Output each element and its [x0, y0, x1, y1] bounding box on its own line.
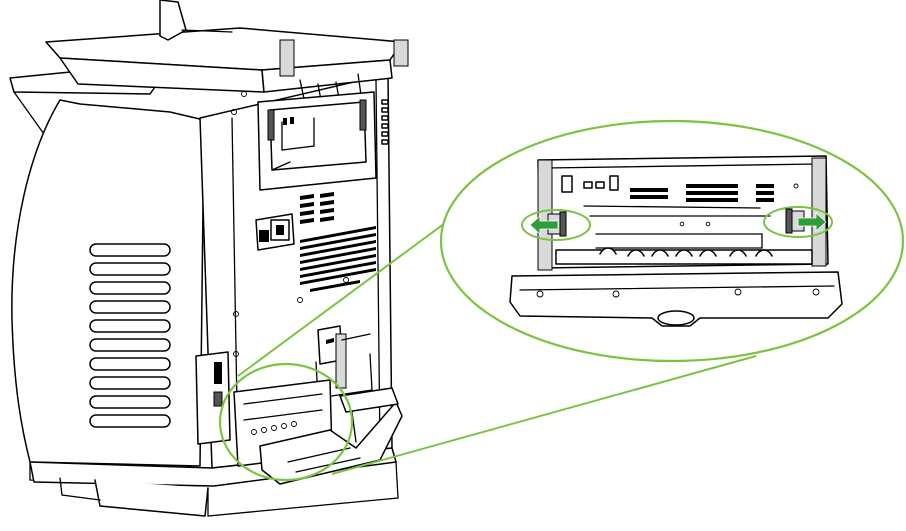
arrow-right-icon — [797, 212, 827, 232]
open-slot-cover — [233, 379, 403, 485]
power-area — [255, 213, 295, 251]
callout-line-lower — [331, 355, 757, 475]
source-highlight-ellipse — [218, 362, 354, 482]
right-release-tab — [763, 206, 833, 238]
front-cover — [509, 271, 843, 327]
side-port-cover — [195, 351, 231, 445]
rear-access-area — [231, 91, 389, 191]
zoomed-slot-detail — [509, 155, 843, 327]
left-release-tab — [521, 209, 591, 241]
side-vents — [89, 243, 171, 428]
scanner-unit — [45, 0, 409, 109]
arrow-left-icon — [529, 215, 559, 235]
rear-vents — [233, 192, 376, 357]
